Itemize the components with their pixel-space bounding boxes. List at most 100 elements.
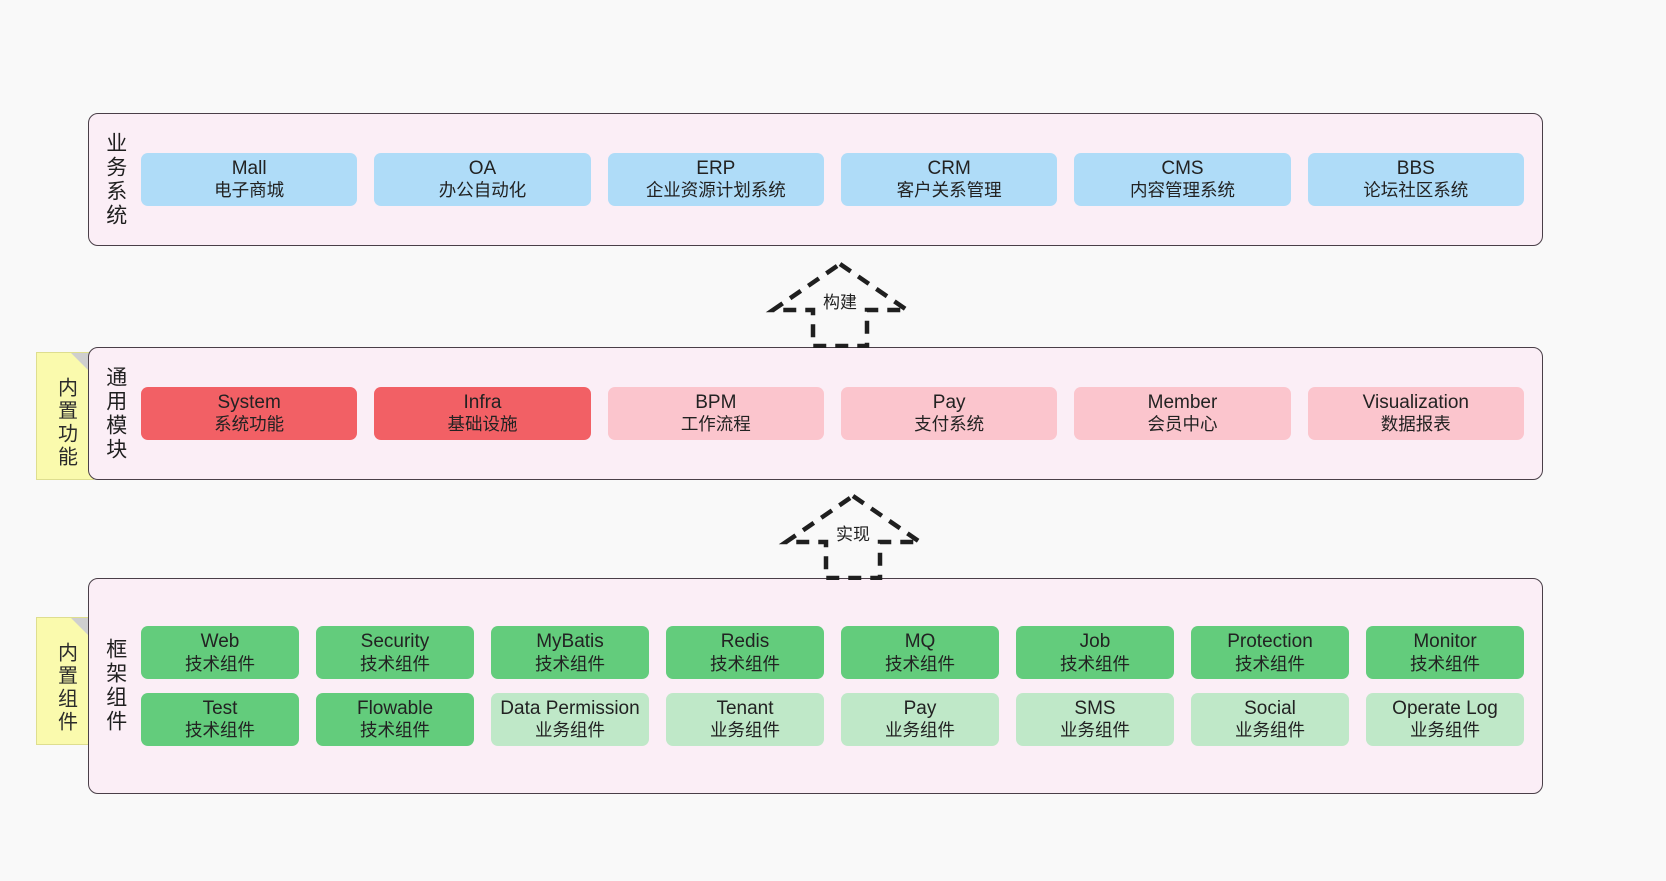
- cell-title: Pay: [903, 698, 937, 719]
- connector-build: 构建: [755, 258, 925, 349]
- cell-social[interactable]: Social 业务组件: [1191, 693, 1349, 746]
- cell-title: Flowable: [356, 698, 434, 719]
- cell-subtitle: 企业资源计划系统: [645, 180, 786, 201]
- cell-oa[interactable]: OA 办公自动化: [374, 153, 591, 206]
- cell-subtitle: 客户关系管理: [896, 180, 1002, 201]
- cell-title: ERP: [696, 158, 736, 180]
- cell-data-permission[interactable]: Data Permission 业务组件: [491, 693, 649, 746]
- layer-framework-components: 框架组件 Web 技术组件 Security 技术组件 MyBatis 技术组件…: [88, 578, 1543, 794]
- layer-title-business-systems: 业务系统: [103, 131, 127, 228]
- cell-crm[interactable]: CRM 客户关系管理: [840, 153, 1058, 206]
- cell-test[interactable]: Test 技术组件: [141, 693, 299, 746]
- cell-infra[interactable]: Infra 基础设施: [374, 387, 591, 440]
- cell-pay-component[interactable]: Pay 业务组件: [841, 693, 999, 746]
- sticky-note-label: 内置组件: [54, 642, 77, 734]
- cell-mybatis[interactable]: MyBatis 技术组件: [491, 626, 649, 679]
- cell-protection[interactable]: Protection 技术组件: [1191, 626, 1349, 679]
- row-business-systems: Mall 电子商城 OA 办公自动化 ERP 企业资源计划系统 CRM 客户关系…: [141, 153, 1524, 206]
- cell-title: Pay: [932, 392, 966, 414]
- cell-subtitle: 技术组件: [1410, 653, 1480, 674]
- cell-title: Operate Log: [1392, 698, 1498, 719]
- cell-title: Redis: [720, 631, 770, 653]
- cell-flowable[interactable]: Flowable 技术组件: [316, 693, 474, 746]
- cell-title: SMS: [1074, 698, 1116, 719]
- cell-web[interactable]: Web 技术组件: [141, 626, 299, 679]
- layer-body-common-modules: System 系统功能 Infra 基础设施 BPM 工作流程 Pay 支付系统…: [141, 348, 1542, 479]
- cell-sms[interactable]: SMS 业务组件: [1016, 693, 1174, 746]
- cell-subtitle: 办公自动化: [438, 180, 527, 201]
- cell-title: BPM: [695, 392, 737, 414]
- cell-subtitle: 技术组件: [360, 720, 430, 741]
- cell-subtitle: 技术组件: [1060, 653, 1130, 674]
- cell-subtitle: 业务组件: [885, 720, 955, 741]
- cell-title: Web: [200, 631, 240, 653]
- cell-subtitle: 工作流程: [680, 414, 751, 435]
- cell-title: Infra: [463, 392, 502, 414]
- layer-business-systems: 业务系统 Mall 电子商城 OA 办公自动化 ERP 企业资源计划系统 CRM: [88, 113, 1543, 246]
- cell-tenant[interactable]: Tenant 业务组件: [666, 693, 824, 746]
- cell-operate-log[interactable]: Operate Log 业务组件: [1366, 693, 1524, 746]
- cell-subtitle: 支付系统: [914, 414, 985, 435]
- cell-title: Visualization: [1362, 392, 1469, 414]
- layer-title-common-modules: 通用模块: [103, 365, 127, 462]
- cell-title: MQ: [904, 631, 936, 653]
- cell-title: Member: [1147, 392, 1218, 414]
- cell-subtitle: 技术组件: [535, 653, 605, 674]
- cell-subtitle: 基础设施: [447, 414, 518, 435]
- cell-subtitle: 业务组件: [1410, 720, 1480, 741]
- cell-subtitle: 技术组件: [885, 653, 955, 674]
- page-fold-icon: [71, 353, 93, 375]
- cell-title: Test: [202, 698, 238, 719]
- cell-subtitle: 内容管理系统: [1129, 180, 1235, 201]
- cell-subtitle: 技术组件: [1235, 653, 1305, 674]
- cell-title: Social: [1244, 698, 1296, 719]
- cell-system[interactable]: System 系统功能: [141, 387, 358, 440]
- cell-subtitle: 业务组件: [1060, 720, 1130, 741]
- cell-subtitle: 会员中心: [1147, 414, 1218, 435]
- cell-title: CMS: [1161, 158, 1204, 180]
- cell-title: Data Permission: [500, 698, 640, 719]
- connector-realize: 实现: [768, 490, 938, 581]
- cell-subtitle: 电子商城: [214, 180, 285, 201]
- cell-bbs[interactable]: BBS 论坛社区系统: [1307, 153, 1524, 206]
- connector-label: 构建: [823, 293, 857, 312]
- cell-title: CRM: [927, 158, 971, 180]
- cell-monitor[interactable]: Monitor 技术组件: [1366, 626, 1524, 679]
- cell-title: Mall: [231, 158, 267, 180]
- row-common-modules: System 系统功能 Infra 基础设施 BPM 工作流程 Pay 支付系统…: [141, 387, 1524, 440]
- cell-subtitle: 技术组件: [710, 653, 780, 674]
- layer-common-modules: 通用模块 System 系统功能 Infra 基础设施 BPM 工作流程 Pay: [88, 347, 1543, 480]
- cell-subtitle: 业务组件: [535, 720, 605, 741]
- sticky-note-builtin-components: 内置组件: [36, 617, 94, 745]
- cell-subtitle: 系统功能: [214, 414, 285, 435]
- dashed-generalization-arrow-icon: [765, 261, 915, 349]
- sticky-note-label: 内置功能: [54, 377, 77, 469]
- cell-mall[interactable]: Mall 电子商城: [141, 153, 358, 206]
- cell-title: BBS: [1396, 158, 1435, 180]
- row-tech-components: Web 技术组件 Security 技术组件 MyBatis 技术组件 Redi…: [141, 626, 1524, 679]
- cell-subtitle: 论坛社区系统: [1363, 180, 1469, 201]
- cell-job[interactable]: Job 技术组件: [1016, 626, 1174, 679]
- cell-title: MyBatis: [536, 631, 604, 653]
- dashed-generalization-arrow-icon: [778, 493, 928, 581]
- cell-erp[interactable]: ERP 企业资源计划系统: [607, 153, 824, 206]
- cell-bpm[interactable]: BPM 工作流程: [607, 387, 824, 440]
- cell-title: Monitor: [1413, 631, 1477, 653]
- cell-mq[interactable]: MQ 技术组件: [841, 626, 999, 679]
- cell-cms[interactable]: CMS 内容管理系统: [1074, 153, 1291, 206]
- cell-title: OA: [468, 158, 497, 180]
- layer-body-framework-components: Web 技术组件 Security 技术组件 MyBatis 技术组件 Redi…: [141, 579, 1542, 793]
- cell-visualization[interactable]: Visualization 数据报表: [1307, 387, 1524, 440]
- cell-subtitle: 技术组件: [185, 653, 255, 674]
- cell-pay-module[interactable]: Pay 支付系统: [840, 387, 1058, 440]
- cell-subtitle: 技术组件: [360, 653, 430, 674]
- cell-security[interactable]: Security 技术组件: [316, 626, 474, 679]
- cell-redis[interactable]: Redis 技术组件: [666, 626, 824, 679]
- cell-title: Protection: [1227, 631, 1313, 653]
- cell-title: System: [217, 392, 281, 414]
- cell-member[interactable]: Member 会员中心: [1074, 387, 1291, 440]
- cell-subtitle: 业务组件: [710, 720, 780, 741]
- cell-title: Tenant: [716, 698, 774, 719]
- cell-subtitle: 数据报表: [1380, 414, 1451, 435]
